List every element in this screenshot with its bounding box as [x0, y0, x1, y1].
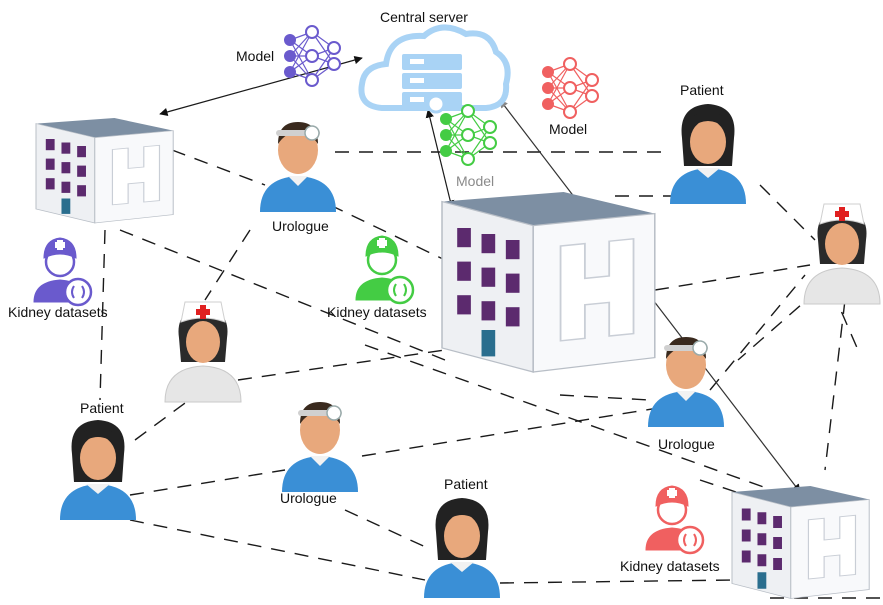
hospital-building-center	[441, 191, 656, 373]
server-rack-icon	[402, 54, 462, 114]
urologue-label-top: Urologue	[272, 218, 329, 234]
hospital-building-top-left	[35, 117, 174, 224]
urologue-figure-right	[647, 336, 725, 428]
kidney-dataset-icon-red	[644, 484, 705, 555]
kidney-datasets-label-left: Kidney datasets	[8, 304, 108, 320]
patient-figure-left	[60, 420, 136, 520]
patient-label-left: Patient	[80, 400, 124, 416]
urologue-label-right: Urologue	[658, 436, 715, 452]
model-icon-green	[440, 104, 497, 166]
patient-label-top-right: Patient	[680, 82, 724, 98]
kidney-dataset-icon-blue	[32, 236, 93, 307]
central-server	[358, 24, 511, 114]
hospital-building-bottom-right	[731, 485, 870, 600]
kidney-dataset-icon-green	[354, 234, 415, 305]
nurse-figure-left	[164, 301, 242, 403]
kidney-datasets-label-right: Kidney datasets	[620, 558, 720, 574]
nurse-figure-right	[803, 203, 881, 305]
model-icon-red	[542, 57, 599, 119]
urologue-label-bottom: Urologue	[280, 490, 337, 506]
model-label-blue: Model	[236, 48, 274, 64]
patient-label-bottom: Patient	[444, 476, 488, 492]
model-label-green: Model	[456, 173, 494, 189]
model-icon-blue	[284, 25, 341, 87]
urologue-figure-bottom	[281, 401, 359, 493]
central-server-label: Central server	[380, 9, 468, 25]
patient-figure-bottom	[424, 498, 500, 598]
model-label-red: Model	[549, 121, 587, 137]
patient-figure-top-right	[670, 104, 746, 204]
urologue-figure-top	[259, 121, 337, 213]
kidney-datasets-label-center: Kidney datasets	[327, 304, 427, 320]
